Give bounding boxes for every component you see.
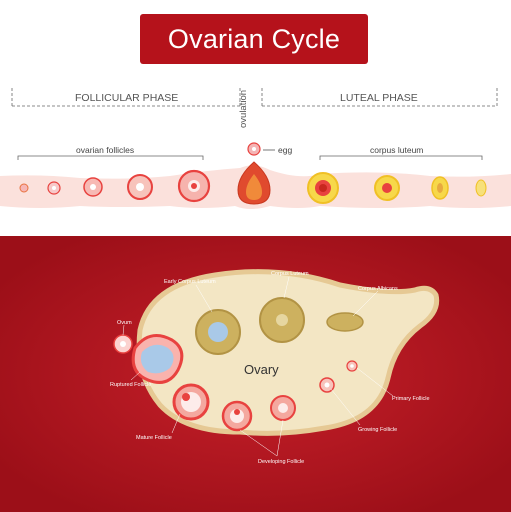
luteal-phase-label: LUTEAL PHASE — [340, 92, 418, 104]
early-corpus-luteum-label: Early Corpus Luteum — [164, 279, 216, 285]
annotation-leaders — [122, 276, 394, 457]
page-title: Ovarian Cycle — [167, 23, 341, 54]
corpus-albicans-label: Corpus Albicans — [358, 286, 398, 292]
corpus-luteum-annotation: Corpus Luteum — [271, 271, 309, 277]
ovum-shape — [113, 334, 133, 354]
mature-follicle-label: Mature Follicle — [136, 435, 172, 441]
ovulation-label: ovulation — [238, 89, 249, 128]
early-corpus-luteum-shape — [195, 309, 241, 355]
follicle-row — [19, 161, 487, 205]
developing-follicle-shape-1 — [221, 400, 253, 432]
growing-follicle-shape — [319, 377, 335, 393]
primary-follicle-label: Primary Follicle — [392, 396, 430, 402]
ruptured-follicle-shape — [131, 334, 184, 384]
title-banner: Ovarian Cycle — [140, 14, 368, 64]
mature-follicle-shape — [172, 383, 210, 421]
luteal-bracket — [261, 88, 498, 107]
primary-follicle-shape — [346, 360, 358, 372]
follicular-phase-label: FOLLICULAR PHASE — [75, 92, 179, 104]
follicle-1 — [19, 183, 29, 193]
ruptured-follicle-label: Ruptured Follicle — [110, 382, 152, 388]
ovarian-follicles-bracket — [17, 155, 204, 160]
developing-follicle-shape-2 — [270, 395, 296, 421]
growing-follicle-label: Growing Follicle — [358, 427, 398, 433]
ovary-label: Ovary — [244, 362, 279, 377]
corpus-luteum-label: corpus luteum — [370, 145, 424, 155]
ovum-label: Ovum — [117, 320, 132, 326]
ovarian-follicles-label: ovarian follicles — [76, 145, 135, 155]
egg-label: egg — [278, 145, 293, 155]
corpus-luteum-bracket — [319, 155, 483, 160]
corpus-luteum-shape — [259, 297, 305, 343]
corpus-luteum-4 — [475, 179, 487, 197]
corpus-albicans-shape — [326, 312, 364, 332]
follicular-bracket — [11, 88, 241, 107]
developing-follicle-label: Developing Follicle — [258, 459, 305, 465]
